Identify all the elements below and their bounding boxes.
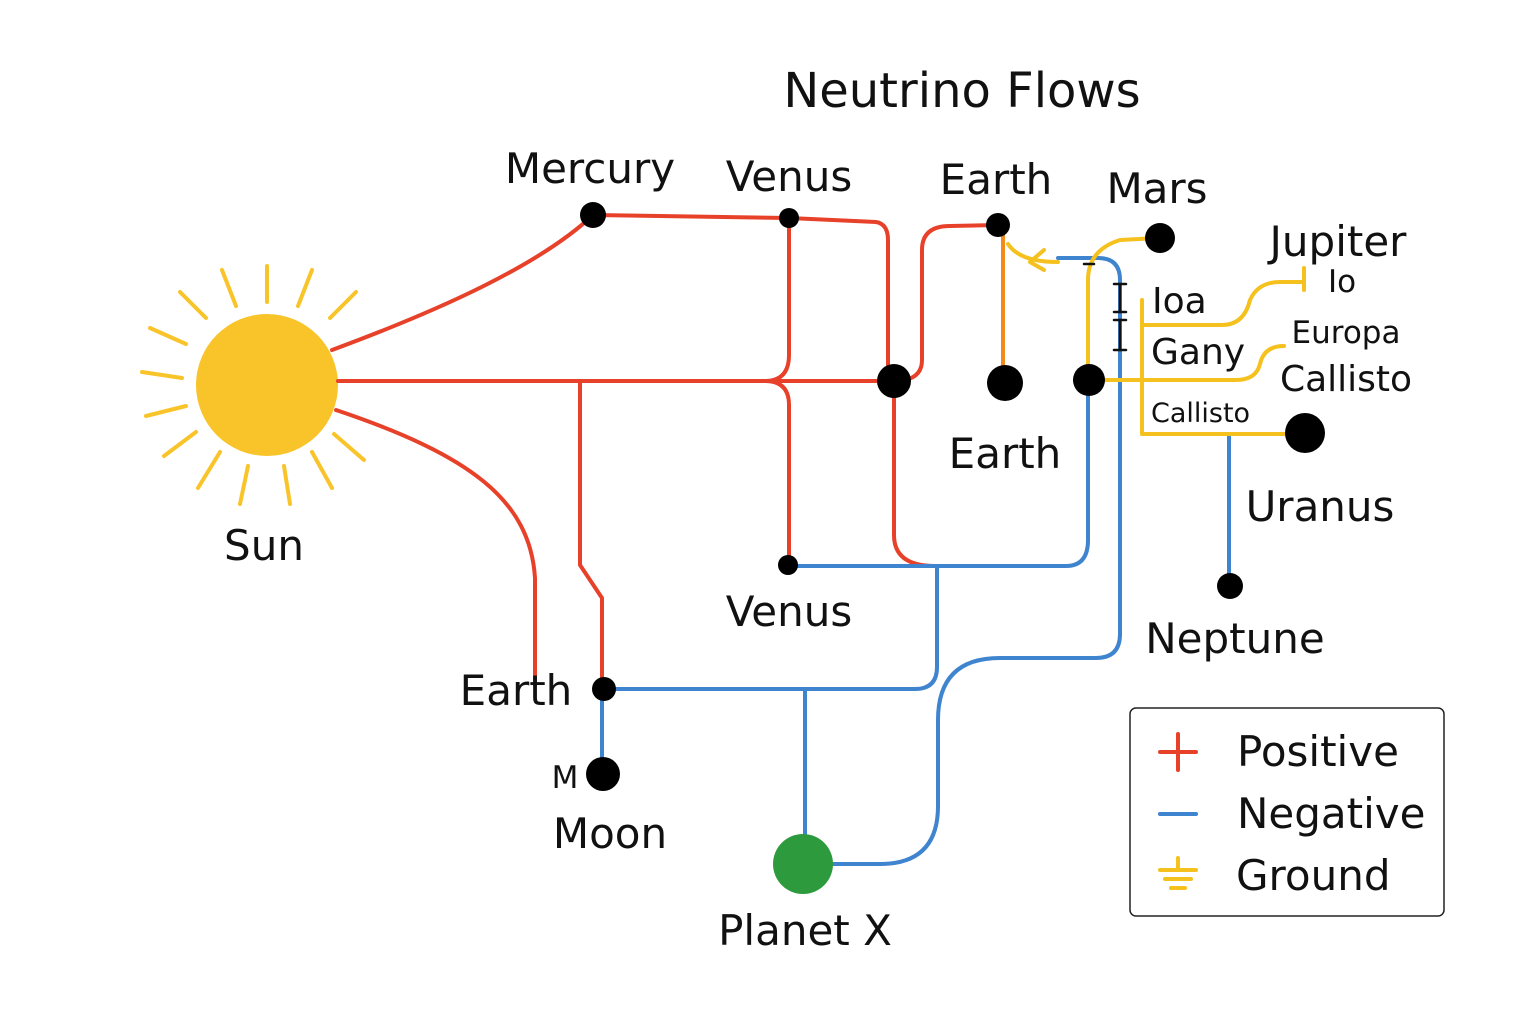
label-venus-top: Venus bbox=[726, 152, 852, 201]
ground-wires bbox=[1006, 236, 1306, 436]
node-moon bbox=[586, 757, 620, 791]
node-earth-bottom bbox=[592, 677, 616, 701]
legend-label-positive: Positive bbox=[1237, 727, 1399, 776]
wire-bus-to-earth-moon bbox=[578, 379, 604, 690]
wire-to-europa bbox=[1140, 344, 1286, 382]
label-moon: Moon bbox=[553, 809, 667, 858]
wire-ground-arrow bbox=[1006, 242, 1060, 264]
wire-planet-x-to-top bbox=[831, 256, 1122, 866]
wire-sun-earth-bottom bbox=[334, 408, 537, 687]
diagram-title: Neutrino Flows bbox=[783, 63, 1140, 119]
label-uranus: Uranus bbox=[1246, 482, 1395, 531]
label-m: M bbox=[552, 760, 579, 796]
wire-mercury-venus-earth bbox=[591, 213, 890, 384]
wire-venus-lower bbox=[763, 379, 791, 567]
node-ground-junction bbox=[1073, 364, 1105, 396]
label-callisto-left: Callisto bbox=[1151, 398, 1250, 429]
node-neptune bbox=[1217, 573, 1243, 599]
wire-ground-arrowhead bbox=[1028, 248, 1046, 272]
node-mercury bbox=[580, 202, 606, 228]
node-mars bbox=[1145, 223, 1175, 253]
planet-x-node bbox=[773, 834, 833, 894]
legend: Positive Negative Ground bbox=[1129, 707, 1445, 917]
node-earth-mid bbox=[987, 365, 1023, 401]
ground-icon bbox=[1158, 856, 1198, 890]
nodes bbox=[580, 202, 1325, 791]
sun-icon bbox=[140, 264, 366, 506]
node-callisto bbox=[1285, 413, 1325, 453]
label-earth-mid: Earth bbox=[949, 429, 1062, 478]
wire-venus-drop bbox=[763, 216, 791, 383]
label-io: Io bbox=[1328, 264, 1356, 300]
label-earth-bottom: Earth bbox=[460, 666, 573, 715]
wire-venus-bottom-bus bbox=[787, 379, 1090, 568]
label-earth-top: Earth bbox=[940, 155, 1053, 204]
node-venus-top bbox=[779, 208, 799, 228]
label-mars: Mars bbox=[1106, 164, 1207, 213]
label-callisto-right: Callisto bbox=[1280, 359, 1412, 400]
wire-to-jupiter bbox=[1140, 280, 1304, 327]
node-earth-top bbox=[986, 213, 1010, 237]
wire-junction-to-earth-top bbox=[892, 223, 1000, 383]
label-gany: Gany bbox=[1151, 332, 1245, 373]
label-jupiter: Jupiter bbox=[1267, 217, 1408, 266]
wire-sun-mercury bbox=[330, 213, 595, 352]
label-neptune: Neptune bbox=[1145, 614, 1324, 663]
wire-junction-down bbox=[892, 379, 937, 568]
label-planet-x: Planet X bbox=[718, 906, 892, 955]
plus-icon bbox=[1158, 732, 1198, 772]
label-mercury: Mercury bbox=[505, 144, 675, 193]
label-ioa: Ioa bbox=[1152, 281, 1207, 322]
tick-marks bbox=[1082, 262, 1128, 352]
wire-moons-bus bbox=[1140, 298, 1302, 436]
node-junction bbox=[877, 364, 911, 398]
label-europa: Europa bbox=[1292, 315, 1401, 351]
node-venus-bottom bbox=[778, 555, 798, 575]
label-venus-bottom: Venus bbox=[726, 587, 852, 636]
legend-label-negative: Negative bbox=[1237, 789, 1426, 838]
positive-wires bbox=[330, 213, 1000, 690]
sun-body bbox=[196, 314, 338, 456]
legend-box bbox=[1129, 707, 1445, 917]
label-sun: Sun bbox=[224, 521, 304, 570]
legend-label-ground: Ground bbox=[1236, 851, 1391, 900]
sun-rays bbox=[140, 264, 366, 506]
negative-wires bbox=[600, 256, 1231, 866]
wire-mars-to-ground bbox=[1086, 236, 1160, 382]
wire-earth-bottom-bus bbox=[602, 564, 939, 691]
